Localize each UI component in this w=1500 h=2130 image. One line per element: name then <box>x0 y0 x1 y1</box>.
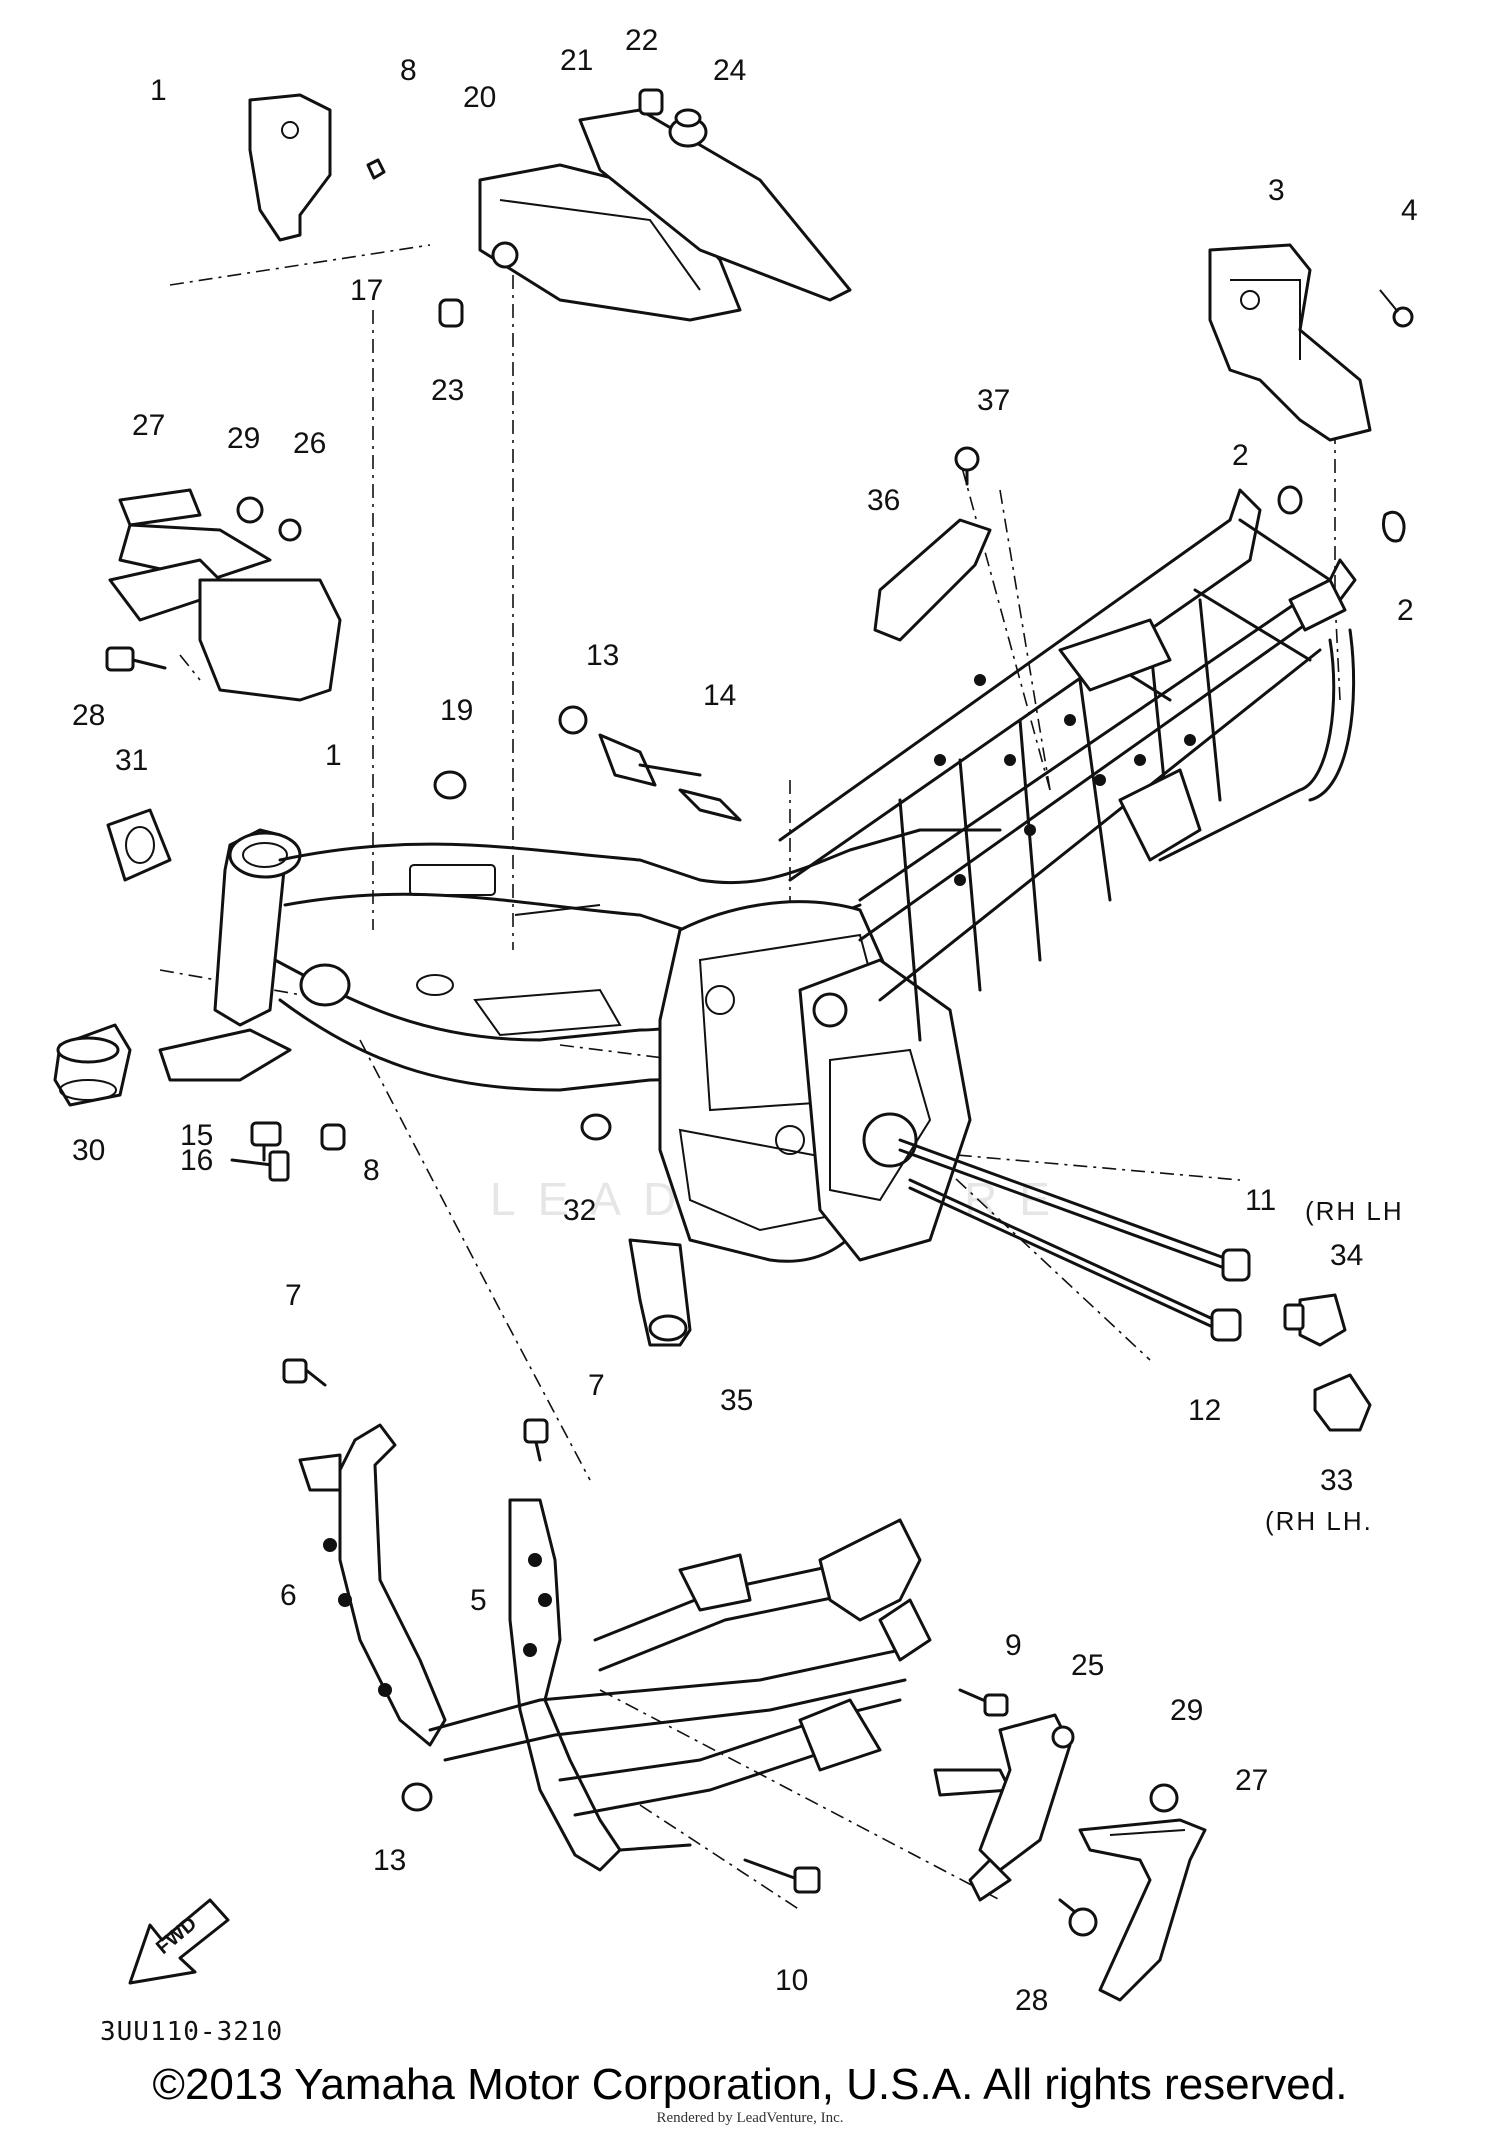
callout-10: 10 <box>775 1964 808 1997</box>
callout-26: 26 <box>293 427 326 460</box>
callout-19: 19 <box>440 694 473 727</box>
callout-22: 22 <box>625 24 658 57</box>
frame-exploded-diagram: LEADVENTURE <box>53 24 1418 2047</box>
callout-2-a: 2 <box>1232 439 1249 472</box>
pivot-parts <box>898 1138 1372 1432</box>
callout-9: 9 <box>1005 1629 1022 1662</box>
callout-1-frame: 1 <box>325 739 342 772</box>
callout-13-top: 13 <box>586 639 619 672</box>
callout-25: 25 <box>1071 1649 1104 1682</box>
callout-24: 24 <box>713 54 746 87</box>
callout-2-b: 2 <box>1397 594 1414 627</box>
callout-11: 11 <box>1245 1184 1276 1217</box>
callout-31: 31 <box>115 744 148 777</box>
upper-parts <box>248 88 1414 642</box>
callout-3: 3 <box>1268 174 1285 207</box>
callout-23: 23 <box>431 374 464 407</box>
callout-12: 12 <box>1188 1394 1221 1427</box>
callout-13-bottom: 13 <box>373 1844 406 1877</box>
main-frame <box>213 828 1002 1263</box>
callout-1-top: 1 <box>150 74 167 107</box>
callout-17: 17 <box>350 274 383 307</box>
callout-labels: 1 8 21 22 24 20 17 23 3 4 37 2 36 2 27 2… <box>72 24 1418 2017</box>
callout-6: 6 <box>280 1579 297 1612</box>
callout-36: 36 <box>867 484 900 517</box>
callout-7-b: 7 <box>588 1369 605 1402</box>
rear-subframe <box>778 488 1357 1042</box>
callout-33: 33 <box>1320 1464 1353 1497</box>
callout-27-bottom: 27 <box>1235 1764 1268 1797</box>
callout-27-top: 27 <box>132 409 165 442</box>
callout-15: 15 <box>180 1119 213 1152</box>
callout-16: 16 <box>180 1144 213 1177</box>
callout-4: 4 <box>1401 194 1418 227</box>
copyright-notice: ©2013 Yamaha Motor Corporation, U.S.A. A… <box>152 2060 1348 2109</box>
callout-37: 37 <box>977 384 1010 417</box>
callout-8-mid: 8 <box>363 1154 380 1187</box>
fwd-arrow-icon: FWD <box>128 1898 230 1985</box>
rh-lh-note-bottom: (RH LH. <box>1265 1506 1373 1536</box>
lower-frame <box>282 1358 1207 2002</box>
drawing-code: 3UU110-3210 <box>100 2017 283 2047</box>
callout-28-top: 28 <box>72 699 105 732</box>
callout-20: 20 <box>463 81 496 114</box>
callout-21: 21 <box>560 44 593 77</box>
callout-28-bottom: 28 <box>1015 1984 1048 2017</box>
callout-7-a: 7 <box>285 1279 302 1312</box>
callout-34: 34 <box>1330 1239 1363 1272</box>
callout-14: 14 <box>703 679 736 712</box>
rh-lh-note-top: (RH LH <box>1305 1196 1404 1226</box>
callout-30: 30 <box>72 1134 105 1167</box>
left-parts <box>53 488 742 1347</box>
callout-5: 5 <box>470 1584 487 1617</box>
callout-29-bottom: 29 <box>1170 1694 1203 1727</box>
callout-32: 32 <box>563 1194 596 1227</box>
callout-8-top: 8 <box>400 54 417 87</box>
callout-35: 35 <box>720 1384 753 1417</box>
rendered-by-credit: Rendered by LeadVenture, Inc. <box>656 2110 844 2126</box>
callout-29-top: 29 <box>227 422 260 455</box>
